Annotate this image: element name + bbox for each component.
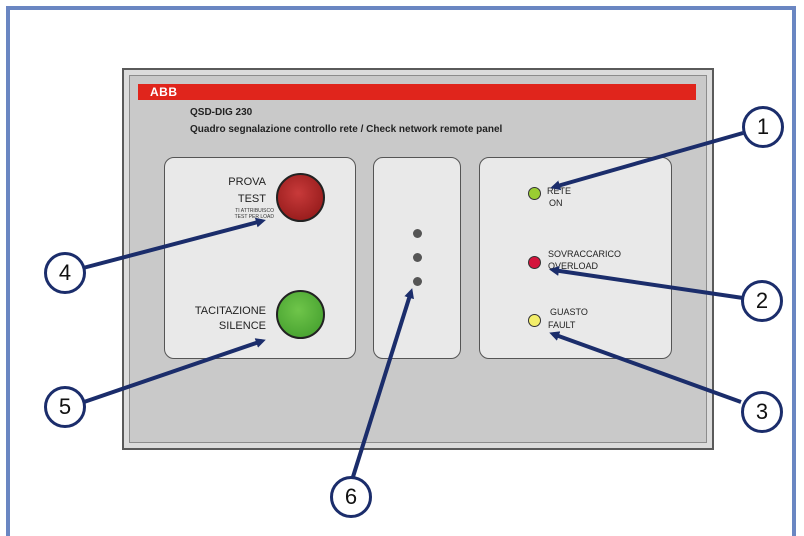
callout-5: 5 [44,386,86,428]
arrow-2 [549,265,744,300]
panel-subtitle: Quadro segnalazione controllo rete / Che… [190,124,503,135]
silence-label-it: TACITAZIONE [194,305,266,317]
callout-6: 6 [330,476,372,518]
indicator-dot [413,277,422,286]
indicator-dot [413,229,422,238]
callout-2: 2 [741,280,783,322]
test-label-en: TEST [237,193,266,205]
abb-logo: ABB [150,85,178,99]
led-label-on: ON [549,198,563,208]
fault-led [528,314,541,327]
indicator-dot [413,253,422,262]
model-label: QSD-DIG 230 [190,107,253,118]
arrow-6 [350,288,414,481]
led-section [479,157,672,359]
led-label-fault: FAULT [548,320,576,330]
test-label-it: PROVA [228,176,266,188]
diagram-frame [6,6,796,536]
silence-button[interactable] [276,290,325,339]
arrow-4 [82,217,266,270]
callout-1: 1 [742,106,784,148]
callout-4: 4 [44,252,86,294]
callout-3: 3 [741,391,783,433]
led-label-sovraccarico: SOVRACCARICO [548,249,622,259]
silence-label-en: SILENCE [218,320,266,332]
arrow-3 [549,331,742,404]
test-button[interactable] [276,173,325,222]
led-label-guasto: GUASTO [550,307,588,317]
test-small-text-1: TI ATTRIBUISCO [235,208,274,214]
brand-band [138,84,696,100]
led-label-rete: RETE [547,186,572,196]
arrow-1 [550,131,744,191]
led-label-overload: OVERLOAD [548,261,599,271]
network-on-led [528,187,541,200]
overload-led [528,256,541,269]
test-small-text-2: TEST PER LOAD [234,214,274,220]
arrow-5 [83,338,266,404]
